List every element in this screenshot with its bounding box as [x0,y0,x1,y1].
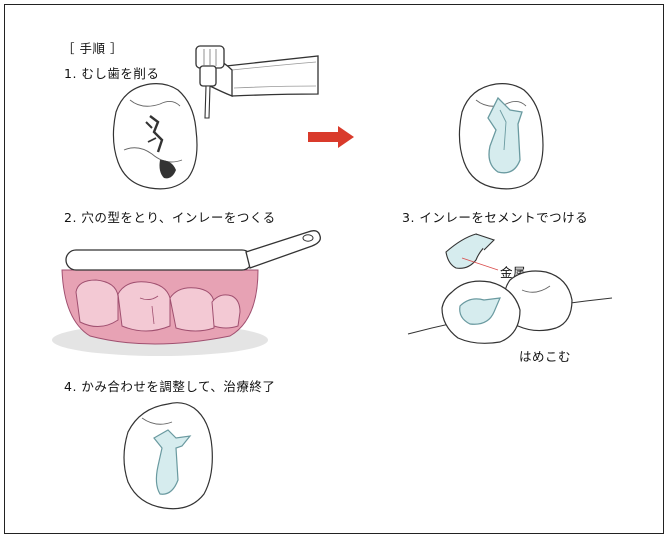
insert-callout: はめこむ [519,349,572,364]
step-1-label: 1. むし歯を削る [64,66,160,81]
procedure-heading: ［ 手順 ］ [62,41,123,56]
step-3-label: 3. インレーをセメントでつける [402,210,589,225]
step-2-label: 2. 穴の型をとり、インレーをつくる [64,210,276,225]
step-4-label: 4. かみ合わせを調整して、治療終了 [64,379,276,394]
